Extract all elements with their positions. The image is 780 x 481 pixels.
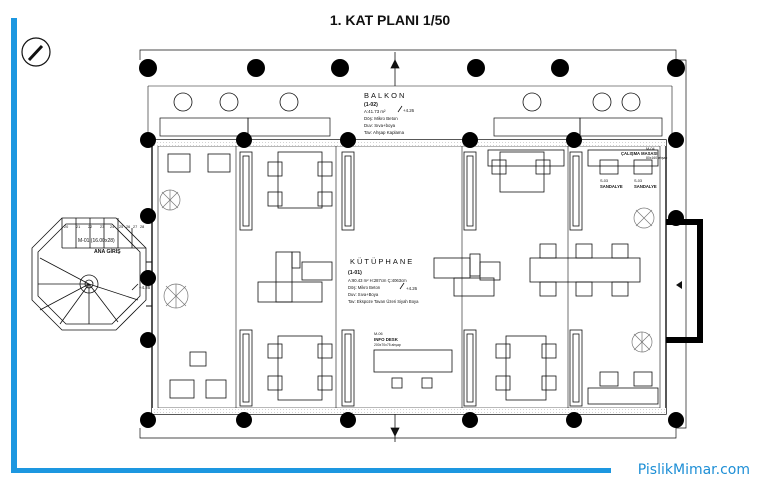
plants	[159, 189, 655, 353]
stair-step-number: 26	[126, 225, 130, 229]
chair1-name: SANDALYE	[600, 184, 623, 189]
columns	[139, 59, 685, 428]
north-arrow-icon	[21, 37, 51, 67]
spiral-stair	[31, 217, 147, 331]
desk-size: 80x160 ahşap	[646, 156, 667, 160]
stair-step-number: 22	[88, 225, 92, 229]
stair-level: +4.26	[139, 285, 151, 290]
section-marks	[390, 52, 400, 442]
bay-wall	[666, 219, 703, 343]
stair-label: M-01 (16.00x28)	[78, 238, 115, 244]
reading-tables	[257, 251, 501, 303]
stair-step-number: 27	[133, 225, 137, 229]
balcony-planters	[159, 117, 663, 137]
grid-lines	[235, 146, 569, 408]
kutuphane-area: A:90.43 m² H:287cm Ç:4063cm	[348, 278, 407, 283]
study-tables	[167, 149, 659, 209]
frame-border-bottom	[11, 468, 611, 473]
balkon-name: BALKON	[364, 91, 406, 100]
chair2-code: S-03	[634, 179, 642, 183]
balkon-area: A:41.73 m²	[364, 109, 386, 114]
info-size: 200x70x75 ahşap	[374, 343, 401, 347]
kutuphane-level: +4.26	[406, 286, 418, 291]
balkon-floor: Döş: Mikro Beton	[364, 116, 398, 121]
balkon-wall: Duv: Sıva+boya	[364, 123, 396, 128]
roof-outline	[139, 49, 687, 439]
stair-step-number: 28	[140, 225, 144, 229]
drawing-title: 1. KAT PLANI 1/50	[329, 12, 451, 28]
stair-step-number: 20	[64, 225, 68, 229]
desk-code: M-04	[646, 147, 655, 151]
desk-name: ÇALIŞMA MASASI	[621, 151, 657, 156]
kutuphane-wall: Duv: Sıva+Boya	[348, 292, 379, 297]
chair1-code: S-03	[600, 179, 608, 183]
building-walls	[151, 139, 667, 415]
balkon-code: (1-02)	[364, 102, 378, 108]
stair-step-number: 23	[100, 225, 104, 229]
stair-step-number: 25	[119, 225, 123, 229]
balkon-level: +4.26	[403, 108, 415, 113]
long-table	[529, 243, 641, 297]
kutuphane-name: KÜTÜPHANE	[350, 257, 414, 266]
watermark-text: PislikMimar.com	[637, 462, 750, 478]
level-markers	[131, 105, 405, 291]
stair-entry: ANA GİRİŞ	[94, 248, 121, 255]
stair-step-numbers: 20 21 22 23 24 25 26 27 28	[64, 225, 144, 229]
balkon-ceiling: Tav: Ahşap Kaplama	[364, 130, 405, 135]
chair2-name: SANDALYE	[634, 184, 657, 189]
kutuphane-code: (1-01)	[348, 270, 362, 276]
stair-step-number: 24	[110, 225, 114, 229]
bookshelves	[239, 151, 583, 407]
info-code: M-06	[374, 332, 383, 336]
info-name: INFO DESK	[374, 337, 399, 342]
balcony-tables	[173, 92, 641, 112]
kutuphane-ceiling: Tav: Ekspoze Tavan Üzeri Siyah Boya	[348, 299, 419, 304]
stair-step-number: 21	[76, 225, 80, 229]
study-tables-bottom	[169, 335, 659, 405]
frame-border-left	[11, 18, 17, 470]
kutuphane-floor: Döş: Mikro Beton	[348, 285, 381, 290]
